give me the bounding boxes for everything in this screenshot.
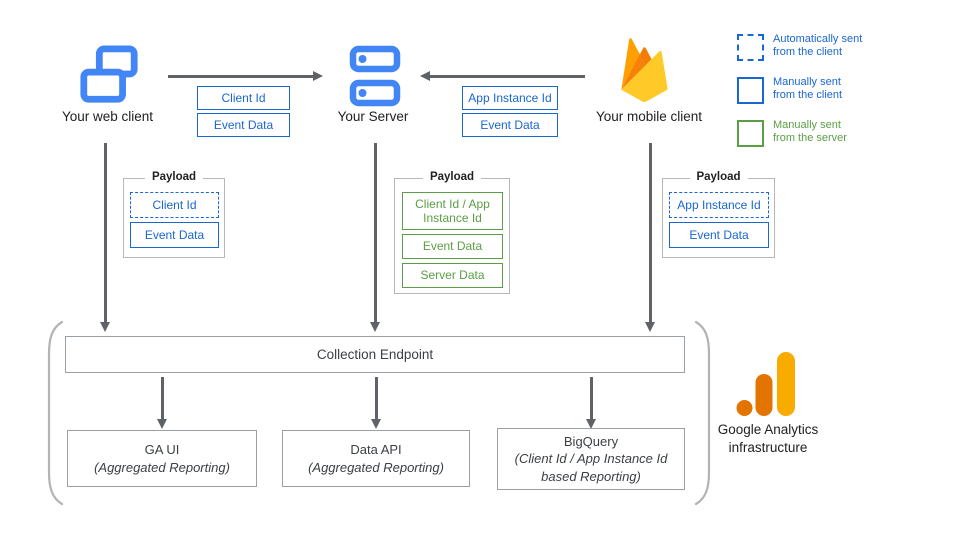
payload-mobile-title: Payload [689,171,748,183]
payload-server-event-data: Event Data [402,234,503,259]
server-label: Your Server [337,109,409,124]
ga-infrastructure-caption: Google Analytics infrastructure [717,422,819,456]
payload-server-ids: Client Id / App Instance Id [402,192,503,230]
collection-endpoint-label: Collection Endpoint [316,347,434,362]
collection-endpoint-box: Collection Endpoint [65,336,685,373]
payload-mobile-event-data: Event Data [669,222,769,248]
right-bracket [694,320,711,506]
payload-web-event-data: Event Data [130,222,219,248]
left-bracket [47,320,64,506]
google-analytics-icon [736,352,795,416]
output-data-api-subtitle: (Aggregated Reporting) [308,459,444,475]
output-data-api: Data API (Aggregated Reporting) [282,430,470,487]
server-icon [349,45,401,107]
mobile-client-label: Your mobile client [595,109,703,124]
flow-tag-event-data-web: Event Data [197,113,290,137]
flow-tag-client-id: Client Id [197,86,290,110]
payload-web: Payload Client Id Event Data [123,171,225,258]
output-bigquery: BigQuery (Client Id / App Instance Id ba… [497,428,685,490]
payload-mobile: Payload App Instance Id Event Data [662,171,775,258]
web-client-label: Your web client [61,109,154,124]
output-bigquery-subtitle: (Client Id / App Instance Id based Repor… [514,451,668,484]
output-bigquery-title: BigQuery [563,434,619,450]
flow-tag-event-data-mobile: Event Data [462,113,558,137]
payload-server-server-data: Server Data [402,263,503,288]
output-ga-ui-subtitle: (Aggregated Reporting) [94,459,230,475]
output-ga-ui-title: GA UI [144,442,180,458]
payload-web-title: Payload [144,171,204,183]
payload-server: Payload Client Id / App Instance Id Even… [394,171,510,294]
payload-server-title: Payload [422,171,482,183]
flow-tag-app-instance-id: App Instance Id [462,86,558,110]
payload-mobile-app-instance-id: App Instance Id [669,192,769,218]
output-data-api-title: Data API [350,442,402,458]
output-ga-ui: GA UI (Aggregated Reporting) [67,430,257,487]
firebase-icon [621,38,668,102]
payload-web-client-id: Client Id [130,192,219,218]
legend-swatch-solid-green [737,120,764,147]
legend-swatch-solid-blue [737,77,764,104]
legend-swatch-dashed-blue [737,34,764,61]
web-client-icon [80,45,138,103]
